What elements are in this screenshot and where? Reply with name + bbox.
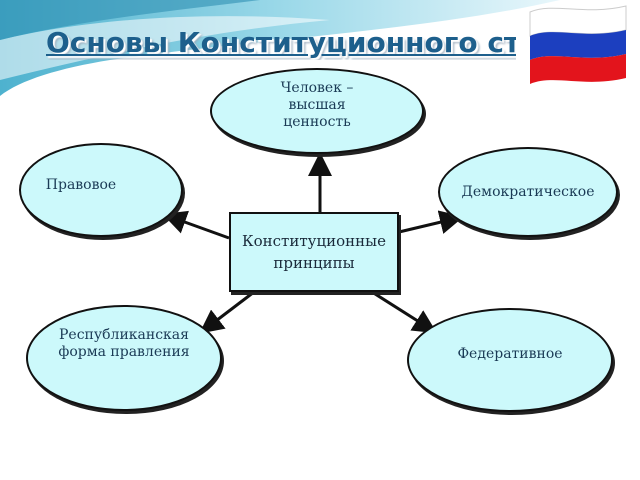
node-democratic: Демократическое [438, 147, 618, 237]
arrow-to-right-upper [398, 210, 464, 234]
arrow-to-left-upper [162, 210, 230, 240]
center-node-label: Конституционные принципы [242, 232, 386, 272]
node-label: Федеративное [457, 346, 563, 362]
node-label: Правовое [45, 177, 117, 193]
page-title: Основы Конституционного строя [46, 26, 516, 59]
node-human-highest-value: Человек – высшая ценность [210, 68, 424, 154]
node-label: Республиканская форма правления [58, 327, 190, 360]
arrow-to-right-lower [371, 290, 438, 334]
russian-flag-icon [529, 5, 627, 84]
header-wave-decoration [0, 0, 560, 96]
node-federal: Федеративное [407, 308, 613, 412]
node-constitutional-principles: Конституционные принципы [229, 212, 399, 292]
arrow-to-left-lower [199, 290, 255, 334]
node-republican-form: Республиканская форма правления [26, 305, 222, 411]
node-label: Демократическое [461, 183, 595, 200]
node-legal: Правовое [19, 143, 183, 237]
node-label: Человек – высшая ценность [280, 80, 354, 130]
